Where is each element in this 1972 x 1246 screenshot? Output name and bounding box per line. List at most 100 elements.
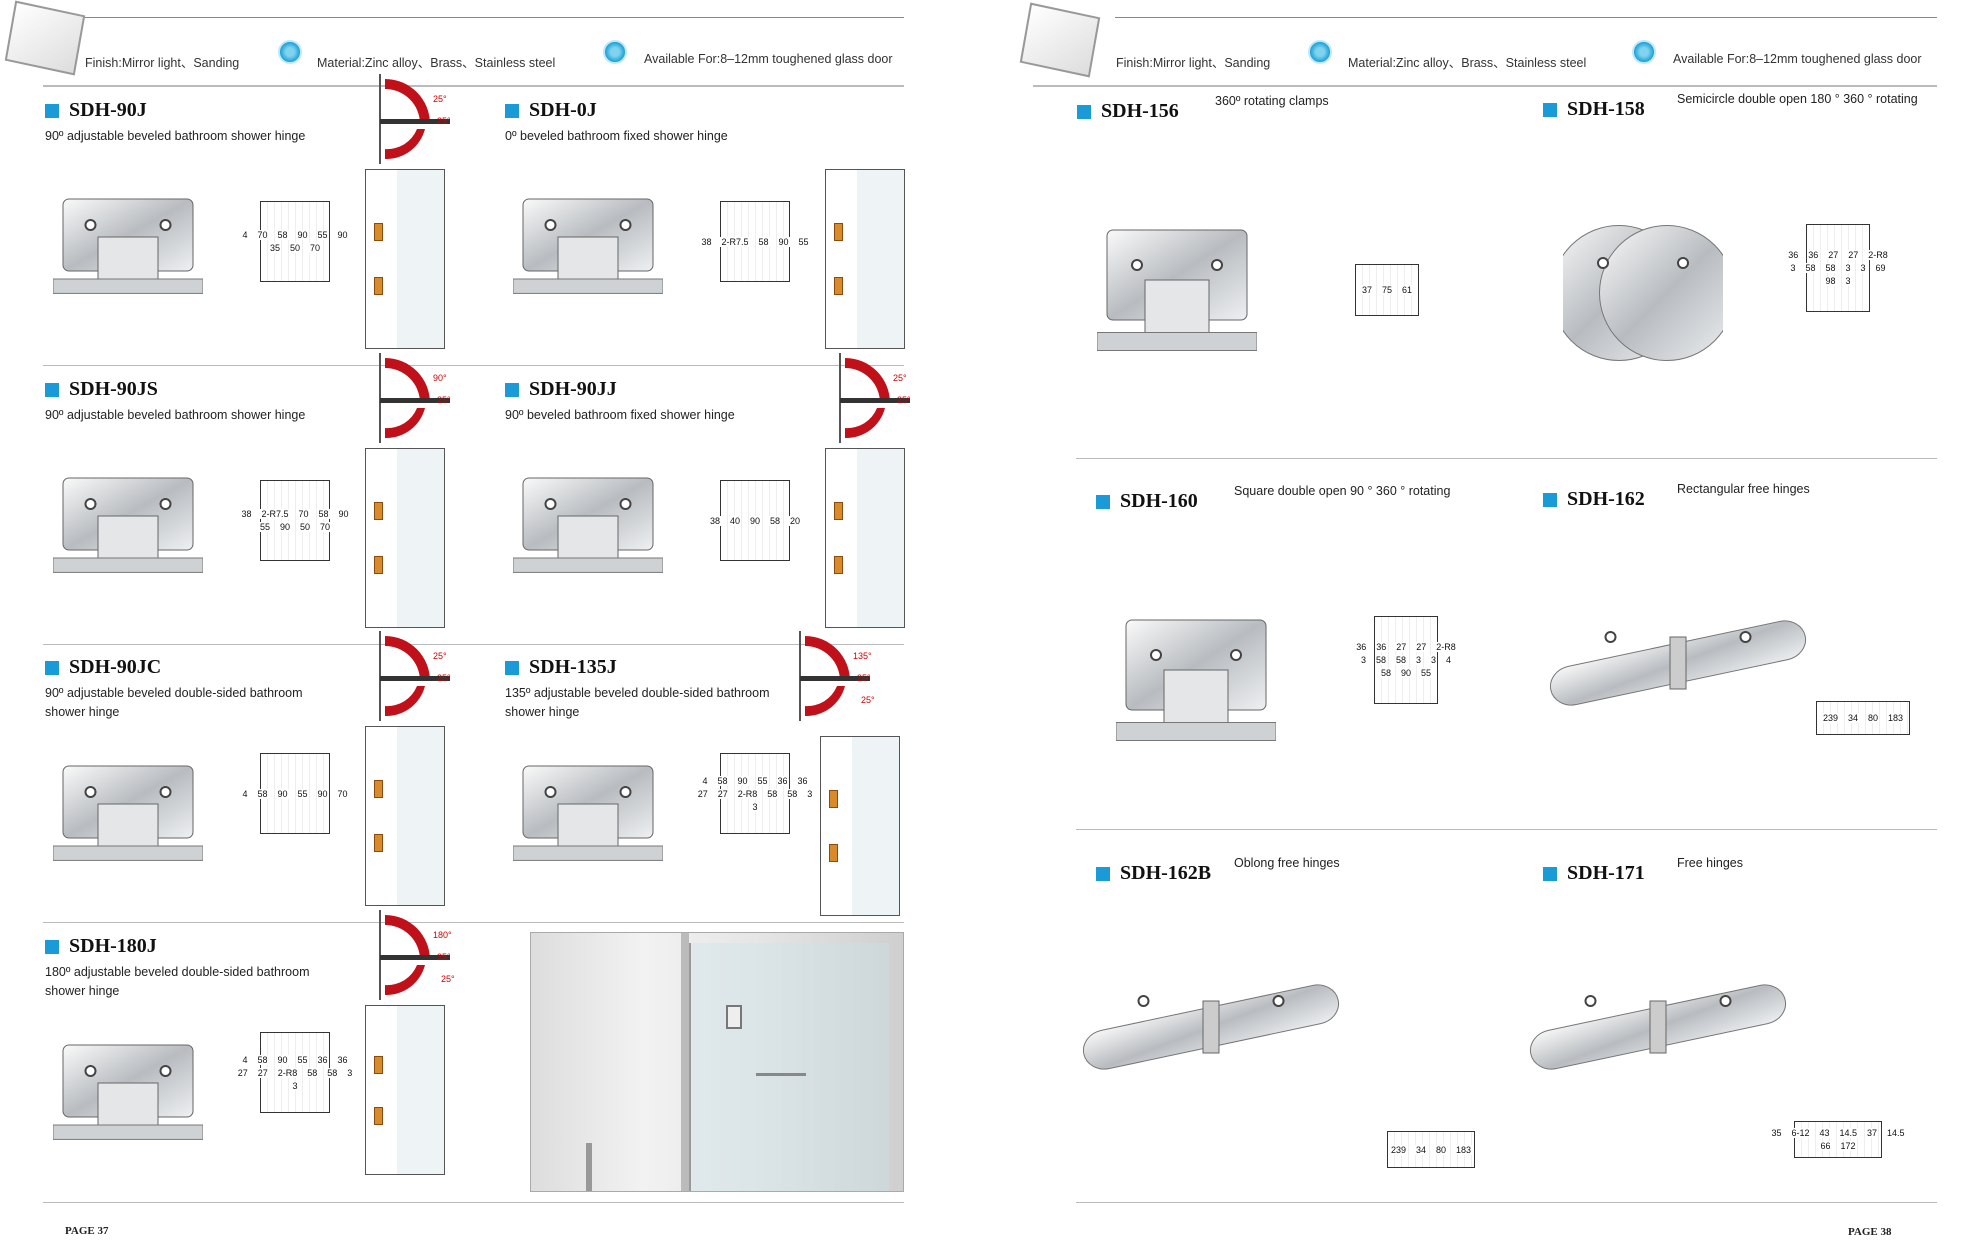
dimension-label: 55 (316, 230, 329, 240)
dimension-label: 55 (296, 788, 309, 799)
dimension-label: 183 (1455, 1144, 1473, 1155)
brand-logo (1019, 2, 1101, 78)
dimension-label: 38 (708, 515, 721, 526)
dimension-label: 75 (1380, 285, 1393, 295)
angle-label: 25° (437, 952, 451, 962)
product-title: SDH-160 (1096, 490, 1198, 513)
product-description: 90º beveled bathroom fixed shower hinge (505, 408, 735, 422)
dimension-label: 3 (1430, 655, 1438, 665)
dimension-label: 55 (296, 1054, 309, 1065)
hinge-marker (829, 843, 838, 862)
dimension-label: 2-R8 (1867, 250, 1889, 260)
dimension-label: 70 (256, 230, 269, 240)
bullet-square-icon (505, 660, 519, 675)
angle-label: 90° (433, 373, 447, 383)
dimension-label: 90 (276, 1054, 289, 1065)
brand-logo (4, 0, 86, 76)
dimension-label: 3 (806, 788, 814, 799)
rotate-icon (603, 40, 627, 64)
dimension-label: 36 (336, 1054, 349, 1065)
dimension-label: 58 (766, 788, 779, 799)
angle-label: 25° (437, 116, 451, 126)
bullet-square-icon (505, 382, 519, 397)
product-code: SDH-158 (1567, 98, 1645, 120)
dimension-label: 2-R7.5 (260, 509, 290, 519)
drawing-outline (259, 201, 331, 282)
material-text: Material:Zinc alloy、Brass、Stainless stee… (1348, 56, 1587, 70)
divider (43, 922, 904, 923)
divider (1076, 1202, 1937, 1203)
bullet-square-icon (1077, 104, 1091, 119)
hinge-marker (374, 1106, 383, 1125)
dimension-label: 90 (276, 788, 289, 799)
hinge-marker (374, 833, 383, 852)
dimension-label: 55 (756, 775, 769, 786)
dimension-label: 90 (278, 522, 291, 532)
dimension-label: 70 (319, 522, 332, 532)
angle-diagram: 25°25° (835, 353, 925, 443)
product-description: 90º adjustable beveled bathroom shower h… (45, 408, 306, 422)
diamond-icon (278, 40, 302, 64)
product-description: Square double open 90 ° 360 ° rotating (1234, 484, 1451, 498)
product-title: SDH-90J (45, 99, 147, 122)
dimension-label: 55 (258, 522, 271, 532)
installation-diagram (365, 169, 445, 349)
dimension-label: 58 (1374, 655, 1387, 665)
hinge-marker (374, 276, 383, 295)
drawing-outline (259, 480, 331, 561)
dimension-label: 4 (241, 788, 249, 799)
product-code: SDH-90JJ (529, 378, 617, 400)
dimension-label: 3 (1844, 263, 1852, 273)
product-code: SDH-90JC (69, 656, 162, 678)
dimension-label: 2-R7.5 (720, 236, 750, 247)
angle-diagram: 25°25° (375, 631, 465, 721)
hinge-marker (374, 223, 383, 242)
angle-label: 25° (897, 395, 911, 405)
angle-label: 25° (857, 673, 871, 683)
product-description: 360º rotating clamps (1215, 94, 1329, 108)
product-sdh-90jj: SDH-90JJ 90º beveled bathroom fixed showe… (505, 353, 945, 638)
dimension-label: 3 (1844, 276, 1852, 286)
dimension-label: 70 (309, 243, 322, 253)
divider (1076, 829, 1937, 830)
available-text: Available For:8–12mm toughened glass doo… (1673, 52, 1922, 66)
dimension-label: 27 (1395, 642, 1408, 652)
product-title: SDH-162 (1543, 488, 1645, 511)
dimension-label: 36 (316, 1054, 329, 1065)
dimension-label: 40 (728, 515, 741, 526)
dimension-label: 27 (696, 788, 709, 799)
dimension-label: 58 (317, 509, 330, 519)
divider (43, 644, 904, 645)
dimension-label: 90 (777, 236, 790, 247)
product-title: SDH-156 (1077, 100, 1179, 123)
product-image (512, 189, 664, 314)
dimension-label: 90 (337, 509, 350, 519)
dimension-label: 36 (1355, 642, 1368, 652)
dimension-label: 58 (256, 788, 269, 799)
dimension-label: 58 (716, 775, 729, 786)
bullet-square-icon (45, 103, 59, 118)
dimension-label: 36 (776, 775, 789, 786)
dimension-label: 69 (1874, 263, 1887, 273)
dimension-label: 58 (1804, 263, 1817, 273)
dimension-label: 50 (288, 243, 301, 253)
dimension-label: 3 (1789, 263, 1797, 273)
angle-label: 25° (861, 695, 875, 705)
product-image (1076, 962, 1346, 1097)
installation-diagram (825, 448, 905, 628)
dimension-label: 58 (757, 236, 770, 247)
angle-label: 180° (433, 930, 452, 940)
dimension-label: 27 (716, 788, 729, 799)
product-title: SDH-180J (45, 935, 157, 958)
product-description: 0º beveled bathroom fixed shower hinge (505, 129, 728, 143)
dimension-label: 43 (1818, 1128, 1831, 1138)
divider (43, 1202, 904, 1203)
bullet-square-icon (1543, 102, 1557, 117)
